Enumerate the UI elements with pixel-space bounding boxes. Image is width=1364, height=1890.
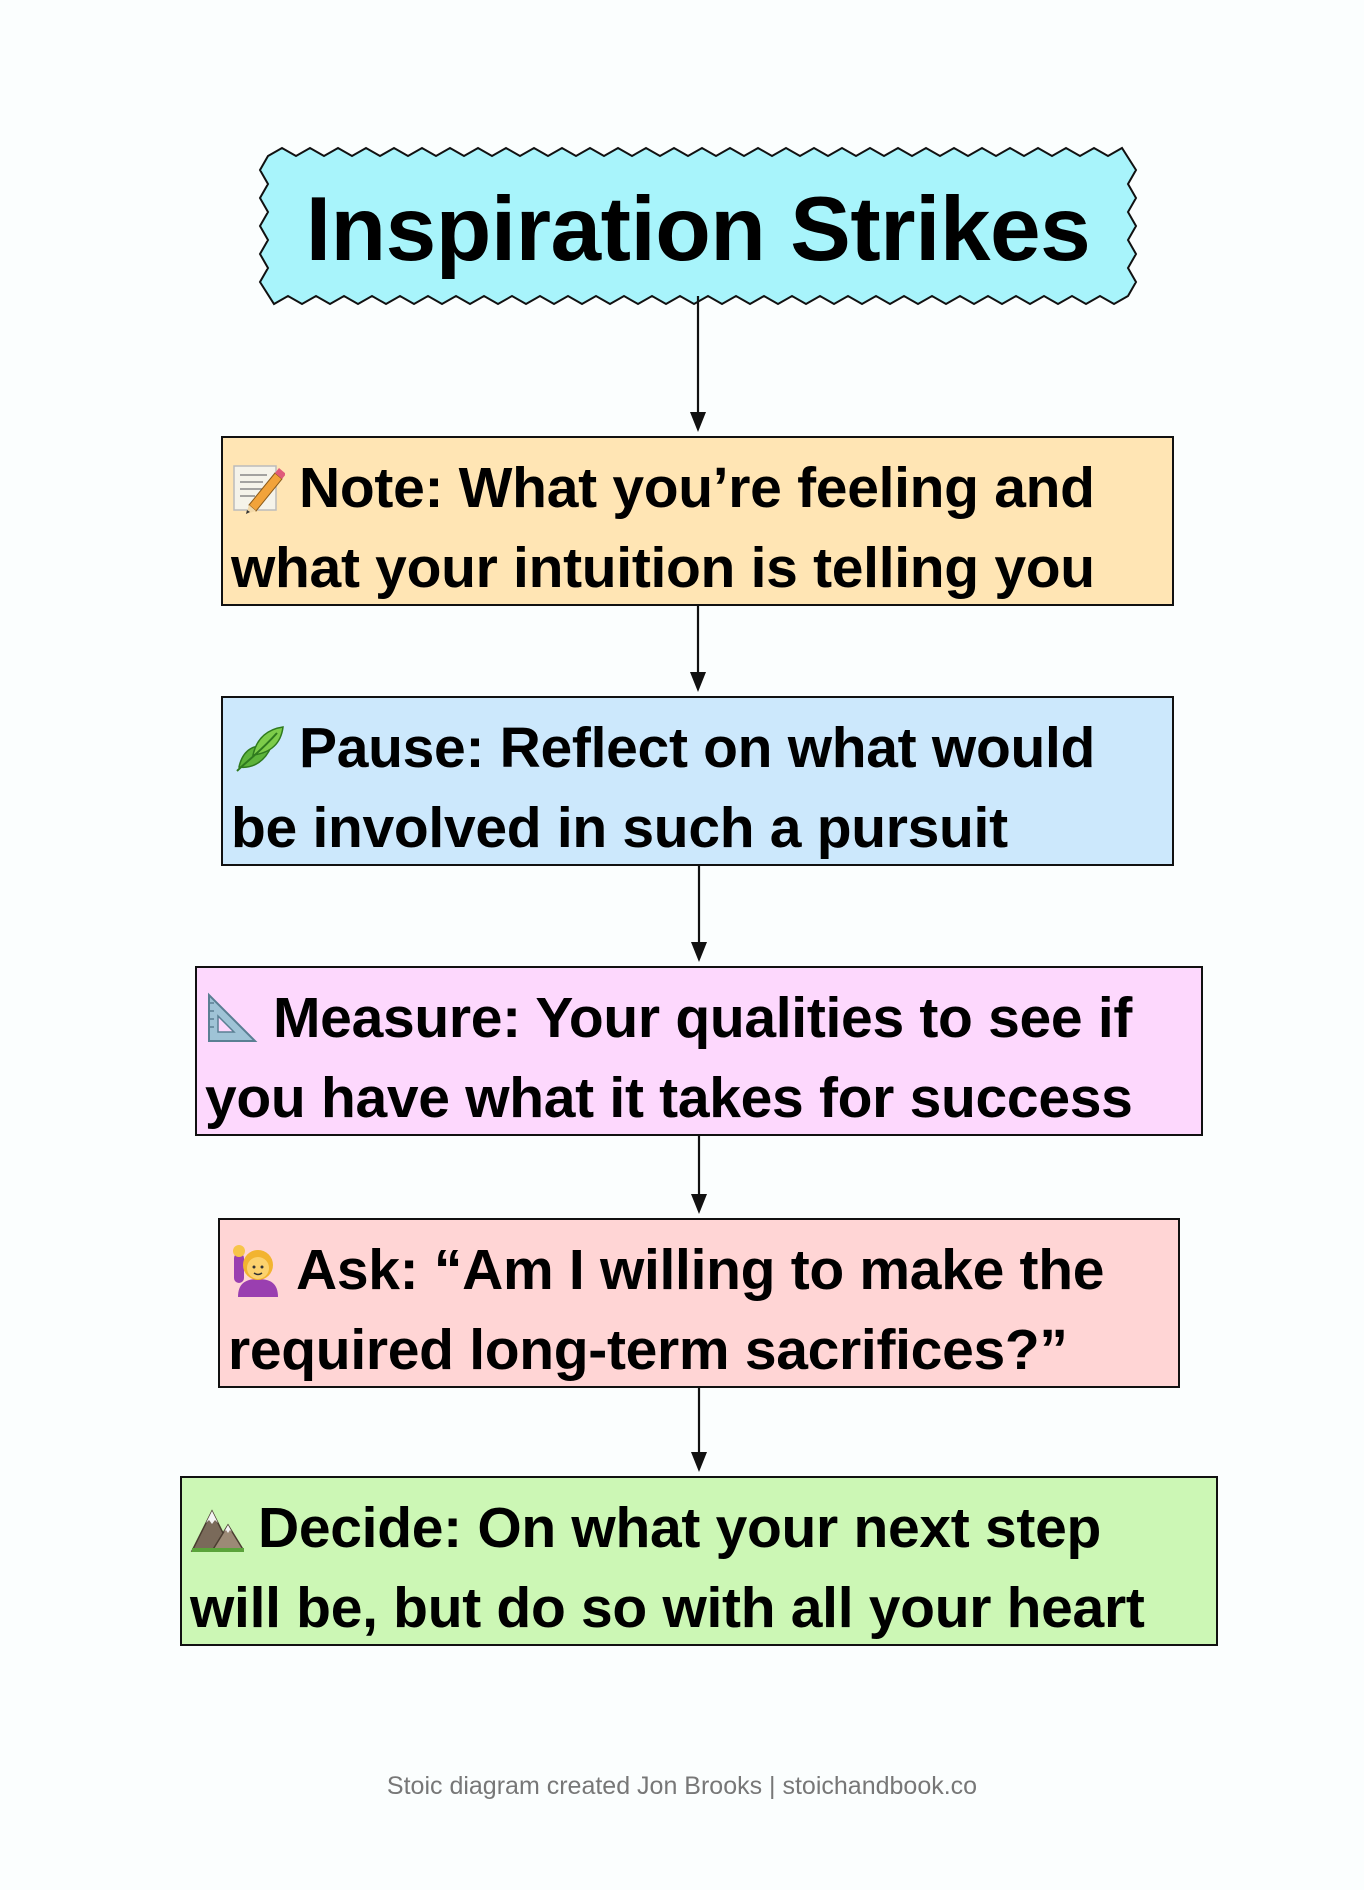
step-measure: Measure: Your qualities to see if you ha…	[195, 966, 1203, 1136]
step-note-text-2: what your intuition is telling you	[231, 536, 1095, 600]
step-note-line-1: Note: What you’re feeling and	[231, 448, 1164, 528]
step-measure-text-1: Measure: Your qualities to see if	[273, 986, 1133, 1050]
connector-2	[690, 606, 706, 692]
connector-1	[690, 296, 706, 432]
step-decide-text-1: Decide: On what your next step	[258, 1496, 1101, 1560]
step-pause-text-2: be involved in such a pursuit	[231, 796, 1008, 860]
diagram-title: Inspiration Strikes	[305, 179, 1091, 280]
leaf-icon	[236, 726, 284, 772]
raising-hand-icon	[233, 1245, 278, 1297]
triangular-ruler-icon	[208, 992, 258, 1042]
step-pause-line-1: Pause: Reflect on what would	[231, 708, 1164, 788]
memo-icon	[233, 465, 285, 514]
step-decide: Decide: On what your next step will be, …	[180, 1476, 1218, 1646]
step-note-text-1: Note: What you’re feeling and	[299, 456, 1095, 520]
step-decide-text-2: will be, but do so with all your heart	[190, 1576, 1145, 1640]
step-ask-line-1: Ask: “Am I willing to make the	[228, 1230, 1170, 1310]
step-decide-line-1: Decide: On what your next step	[190, 1488, 1208, 1568]
step-pause-text-1: Pause: Reflect on what would	[299, 716, 1096, 780]
connector-3	[691, 866, 707, 962]
step-ask-text-1: Ask: “Am I willing to make the	[296, 1238, 1105, 1302]
mountain-icon	[190, 1509, 244, 1552]
step-ask: Ask: “Am I willing to make the required …	[218, 1218, 1180, 1388]
connector-4	[691, 1136, 707, 1214]
step-note: Note: What you’re feeling and what your …	[221, 436, 1174, 606]
footer-credit: Stoic diagram created Jon Brooks | stoic…	[386, 1772, 978, 1800]
step-measure-text-2: you have what it takes for success	[205, 1066, 1133, 1130]
title-banner-shape	[258, 146, 1138, 306]
step-ask-text-2: required long-term sacrifices?”	[228, 1318, 1068, 1382]
connector-5	[691, 1388, 707, 1472]
step-pause: Pause: Reflect on what would be involved…	[221, 696, 1174, 866]
step-measure-line-1: Measure: Your qualities to see if	[205, 978, 1193, 1058]
